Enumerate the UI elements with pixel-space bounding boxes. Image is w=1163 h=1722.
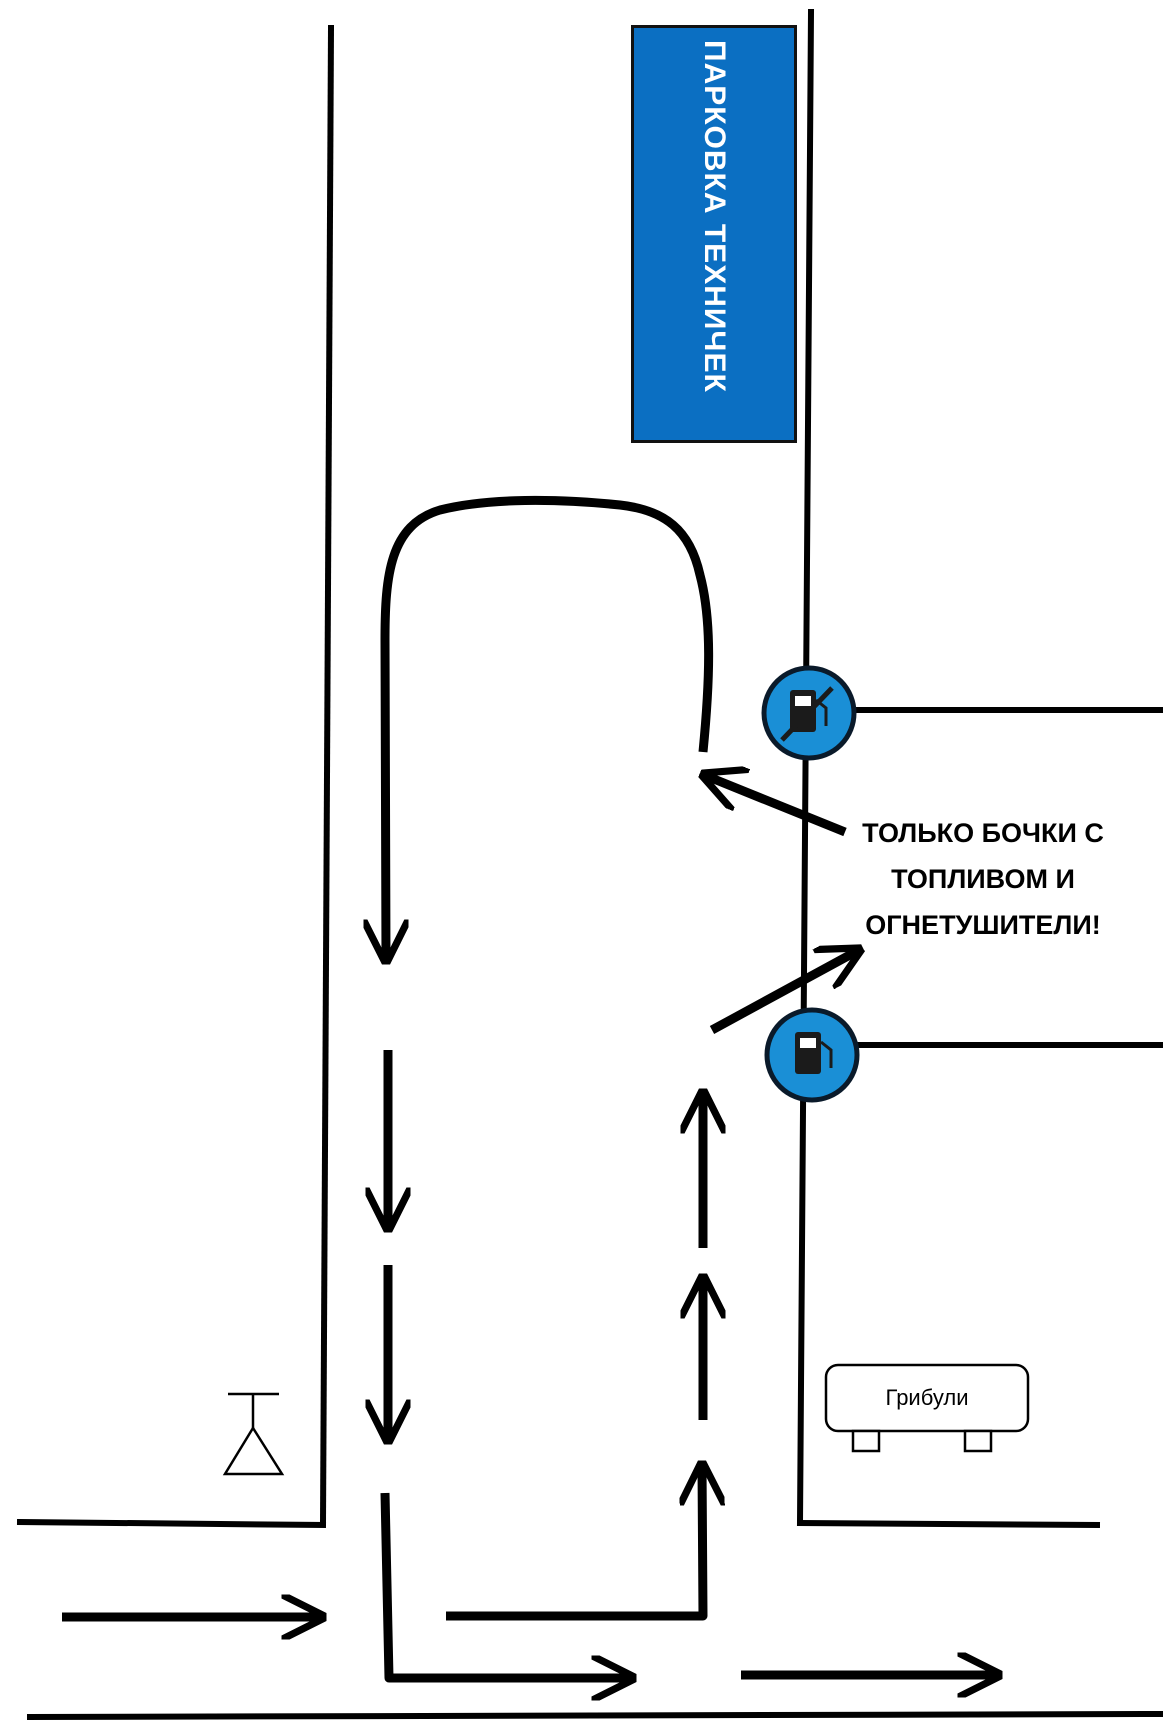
left-road-edge [319,24,335,1527]
fuel-pump-crossed-icon [761,665,857,761]
fuel-note-line-2: ТОПЛИВОМ И [891,864,1075,894]
parking-sign: ПАРКОВКА ТЕХНИЧЕК [631,25,797,443]
fuel-note-line-3: ОГНЕТУШИТЕЛИ! [865,910,1101,940]
tank-trailer [824,1363,1030,1453]
left-cross-road-edge [16,1518,327,1529]
fuel-note: ТОЛЬКО БОЧКИ С ТОПЛИВОМ И ОГНЕТУШИТЕЛИ! [818,810,1148,948]
note-pointer-down [709,950,859,1034]
note-pointer-up [704,775,847,837]
bottom-road-edge [26,1710,1163,1721]
fuel-note-line-1: ТОЛЬКО БОЧКИ С [862,818,1104,848]
u-turn-path [385,495,714,960]
triangle-mast-icon [222,1392,285,1476]
parking-sign-label: ПАРКОВКА ТЕХНИЧЕК [698,40,731,393]
tank-label: Грибули [885,1385,969,1410]
right-cross-road-edge [796,1519,1101,1529]
right-road-edge [796,8,815,1527]
fuel-pump-icon [764,1007,860,1103]
down-turn-right-arrow [380,1492,632,1678]
right-turn-up-arrow [446,1465,703,1621]
